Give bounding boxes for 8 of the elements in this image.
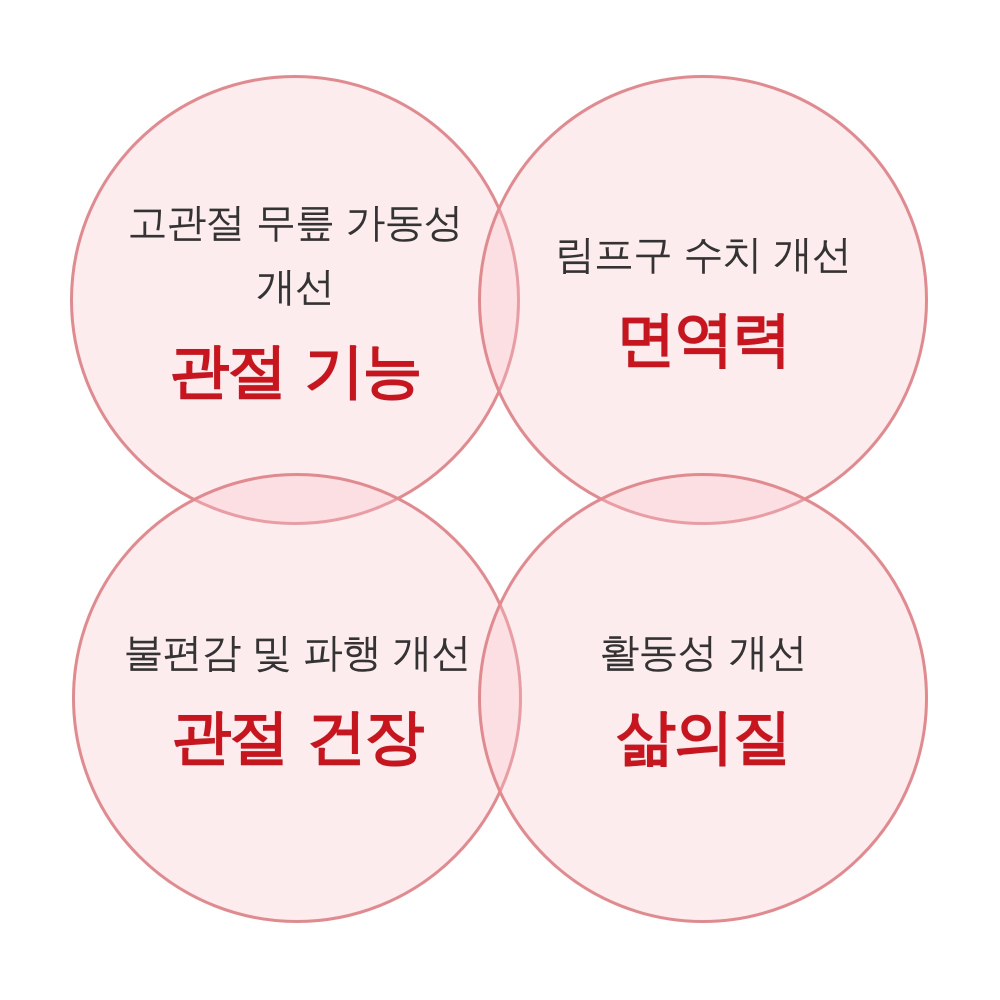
heading-text: 관절 기능 bbox=[170, 335, 420, 408]
description-text: 활동성 개선 bbox=[598, 629, 808, 678]
heading-text: 삶의질 bbox=[616, 701, 790, 774]
description-text: 고관절 무릎 가동성 개선 bbox=[126, 199, 464, 312]
description-text: 불편감 및 파행 개선 bbox=[122, 629, 472, 678]
description-text: 림프구 수치 개선 bbox=[554, 231, 852, 280]
heading-text: 면역력 bbox=[616, 303, 790, 376]
heading-text: 관절 건장 bbox=[172, 701, 422, 774]
